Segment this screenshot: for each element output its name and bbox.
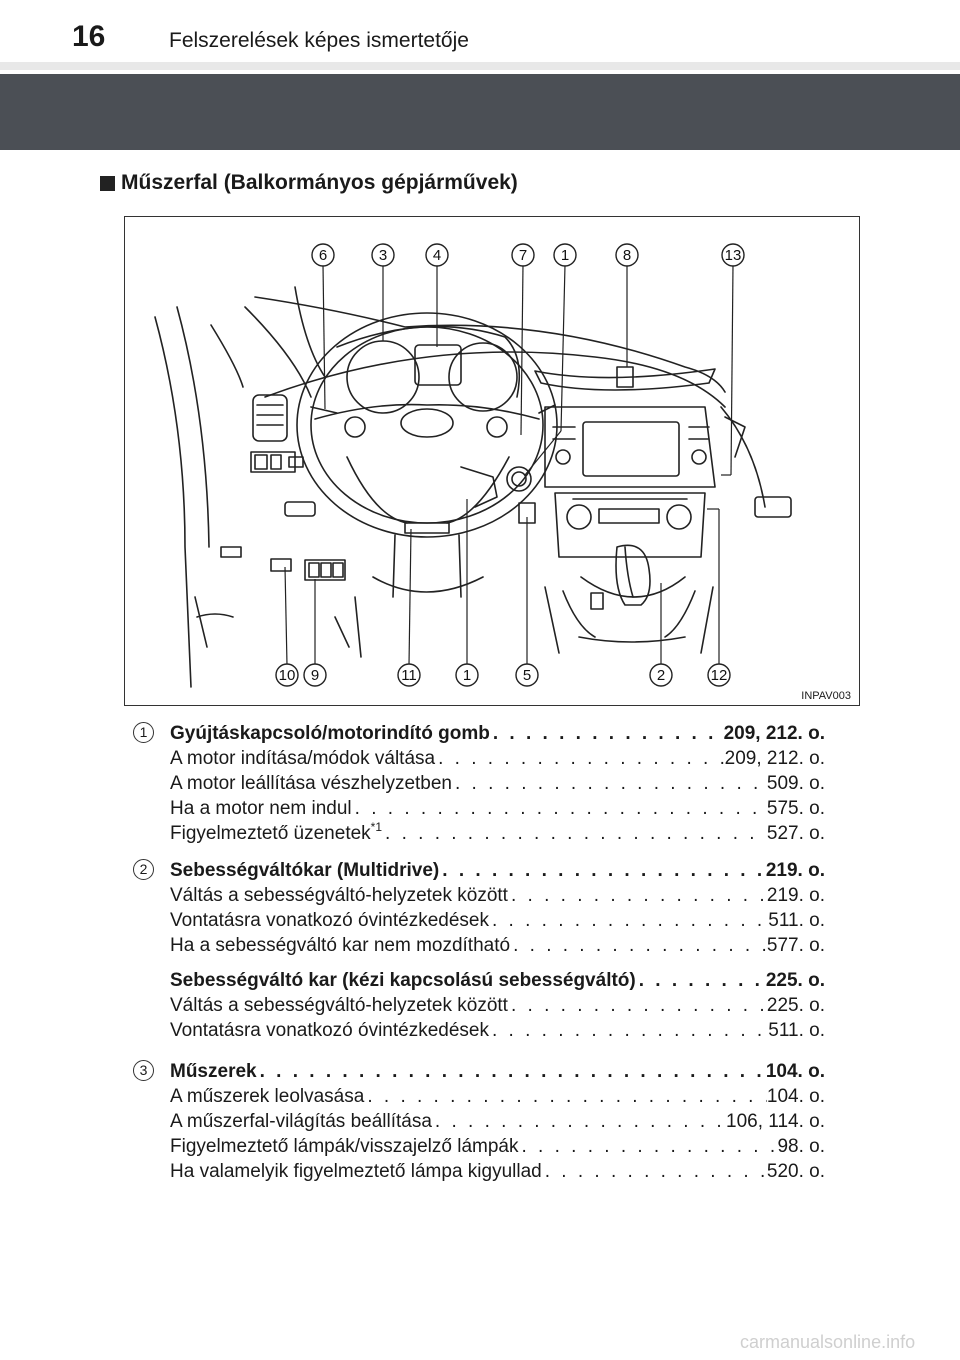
entry-sub-pages: 509. o. (766, 773, 825, 794)
callout-top-7: 13 (725, 247, 742, 264)
callout-bottom-3: 11 (401, 667, 417, 684)
dashboard-line-drawing: 6 3 4 7 1 8 13 10 9 11 1 5 2 12 (154, 243, 792, 688)
entry-main-pages: 104. o. (765, 1061, 825, 1082)
entry-sub-label: A motor indítása/módok váltása (170, 748, 436, 769)
entry-sub-pages: 511. o. (768, 910, 825, 931)
entry-sub-row: A műszerek leolvasása 104. o. (170, 1083, 825, 1108)
figure-code: INPAV003 (801, 690, 851, 702)
running-title: Felszerelések képes ismertetője (169, 29, 469, 52)
entry-sub-pages: 225. o. (766, 995, 825, 1016)
entry-sub-pages: 104. o. (766, 1086, 825, 1107)
entry-sub-pages: 577. o. (766, 935, 825, 956)
callout-top-4: 7 (519, 247, 527, 264)
callout-bottom-2: 9 (311, 667, 319, 684)
footnote-marker: *1 (370, 820, 383, 834)
dot-leader (508, 995, 767, 1017)
dot-leader (432, 1111, 726, 1133)
entry-sub-label: Vontatásra vonatkozó óvintézkedések (170, 910, 489, 931)
entry-sub-pages: 575. o. (766, 798, 825, 819)
entry-sub-pages: 520. o. (766, 1161, 825, 1182)
entry-sub-row: A motor indítása/módok váltása 209, 212.… (170, 745, 825, 770)
callout-bottom-6: 2 (657, 667, 665, 684)
entry-sub-row: Váltás a sebességváltó-helyzetek között … (170, 882, 825, 907)
chapter-banner (0, 74, 960, 150)
entry-sub-label-with-footnote: Figyelmeztető üzenetek*1 (170, 820, 382, 845)
entry-number-badge: 2 (133, 859, 154, 880)
callout-top-3: 4 (433, 247, 441, 264)
entry-sub-label: Ha valamelyik figyelmeztető lámpa kigyul… (170, 1161, 542, 1182)
dot-leader (489, 910, 768, 932)
dot-leader (636, 970, 766, 992)
entry-main-label: Gyújtáskapcsoló/motorindító gomb (170, 723, 490, 744)
entry-main-row: Gyújtáskapcsoló/motorindító gomb 209, 21… (170, 720, 825, 745)
section-title: Műszerfal (Balkormányos gépjárművek) (121, 171, 518, 194)
dot-leader (257, 1061, 766, 1083)
entry-sub-pages: 98. o. (777, 1136, 825, 1157)
entry-sub-label: A műszerfal-világítás beállítása (170, 1111, 432, 1132)
dot-leader (489, 1020, 768, 1042)
entry-sub-row: A műszerfal-világítás beállítása 106, 11… (170, 1108, 825, 1133)
dot-leader (364, 1086, 767, 1108)
entry-main-label: Műszerek (170, 1061, 257, 1082)
entry-sub-row: Ha a sebességváltó kar nem mozdítható 57… (170, 932, 825, 957)
entry-sub-row: Figyelmeztető üzenetek*1 527. o. (170, 820, 825, 845)
entry-sub-pages: 209, 212. o. (724, 748, 825, 769)
entry-sub-label: Figyelmeztető lámpák/visszajelző lámpák (170, 1136, 519, 1157)
dot-leader (518, 1136, 777, 1158)
page-header: 16 Felszerelések képes ismertetője (0, 0, 960, 62)
entry-sub-row: Vontatásra vonatkozó óvintézkedések 511.… (170, 1017, 825, 1042)
entry-sub-label: Váltás a sebességváltó-helyzetek között (170, 885, 508, 906)
entry-sub-pages: 527. o. (766, 823, 825, 844)
dot-leader (435, 748, 725, 770)
callout-top-2: 3 (379, 247, 387, 264)
entry-sub-label: Váltás a sebességváltó-helyzetek között (170, 995, 508, 1016)
dot-leader (439, 860, 766, 882)
dot-leader (382, 823, 767, 845)
dashboard-illustration: 6 3 4 7 1 8 13 10 9 11 1 5 2 12 INPAV (124, 216, 860, 706)
entry-main-row: Műszerek 104. o. (170, 1058, 825, 1083)
entry-main-pages: 219. o. (765, 860, 825, 881)
entry-main-label: Sebességváltókar (Multidrive) (170, 860, 440, 881)
entry-sub-row: Vontatásra vonatkozó óvintézkedések 511.… (170, 907, 825, 932)
entry-sub-label: A motor leállítása vészhelyzetben (170, 773, 452, 794)
entry-sub-row: Váltás a sebességváltó-helyzetek között … (170, 992, 825, 1017)
dot-leader (542, 1161, 767, 1183)
entry-sub-pages: 219. o. (766, 885, 825, 906)
entry-sub-pages: 511. o. (768, 1020, 825, 1041)
dot-leader (452, 773, 767, 795)
page-number: 16 (72, 20, 106, 53)
dot-leader (490, 723, 724, 745)
entry-main-label: Sebességváltó kar (kézi kapcsolású sebes… (170, 970, 636, 991)
entry-main-pages: 225. o. (765, 970, 825, 991)
entry-sub-row: A motor leállítása vészhelyzetben 509. o… (170, 770, 825, 795)
entry-number-badge: 3 (133, 1060, 154, 1081)
dot-leader (352, 798, 767, 820)
entry-sub-row: Ha a motor nem indul 575. o. (170, 795, 825, 820)
callout-top-5: 1 (561, 247, 569, 264)
entry-main-row: Sebességváltó kar (kézi kapcsolású sebes… (170, 967, 825, 992)
section-heading: Műszerfal (Balkormányos gépjárművek) (100, 171, 518, 195)
callout-bottom-5: 5 (523, 667, 531, 684)
dot-leader (510, 935, 767, 957)
entry-sub-label: Figyelmeztető üzenetek (170, 823, 371, 844)
entry-main-row: Sebességváltókar (Multidrive) 219. o. (170, 857, 825, 882)
entry-sub-label: Ha a sebességváltó kar nem mozdítható (170, 935, 511, 956)
entry-sub-label: Ha a motor nem indul (170, 798, 352, 819)
callout-top-1: 6 (319, 247, 327, 264)
entry-sub-row: Ha valamelyik figyelmeztető lámpa kigyul… (170, 1158, 825, 1183)
callout-bottom-1: 10 (279, 667, 296, 684)
entry-main-pages: 209, 212. o. (723, 723, 825, 744)
section-square-icon (100, 175, 115, 191)
callout-bottom-4: 1 (463, 667, 471, 684)
watermark: carmanualsonline.info (740, 1332, 916, 1352)
entry-sub-label: A műszerek leolvasása (170, 1086, 365, 1107)
entry-sub-pages: 106, 114. o. (726, 1111, 825, 1132)
header-rule (0, 62, 960, 70)
dot-leader (508, 885, 767, 907)
callout-top-6: 8 (623, 247, 631, 264)
entry-sub-row: Figyelmeztető lámpák/visszajelző lámpák … (170, 1133, 825, 1158)
callout-bottom-7: 12 (711, 667, 728, 684)
entry-number-badge: 1 (133, 722, 154, 743)
entry-sub-label: Vontatásra vonatkozó óvintézkedések (170, 1020, 489, 1041)
